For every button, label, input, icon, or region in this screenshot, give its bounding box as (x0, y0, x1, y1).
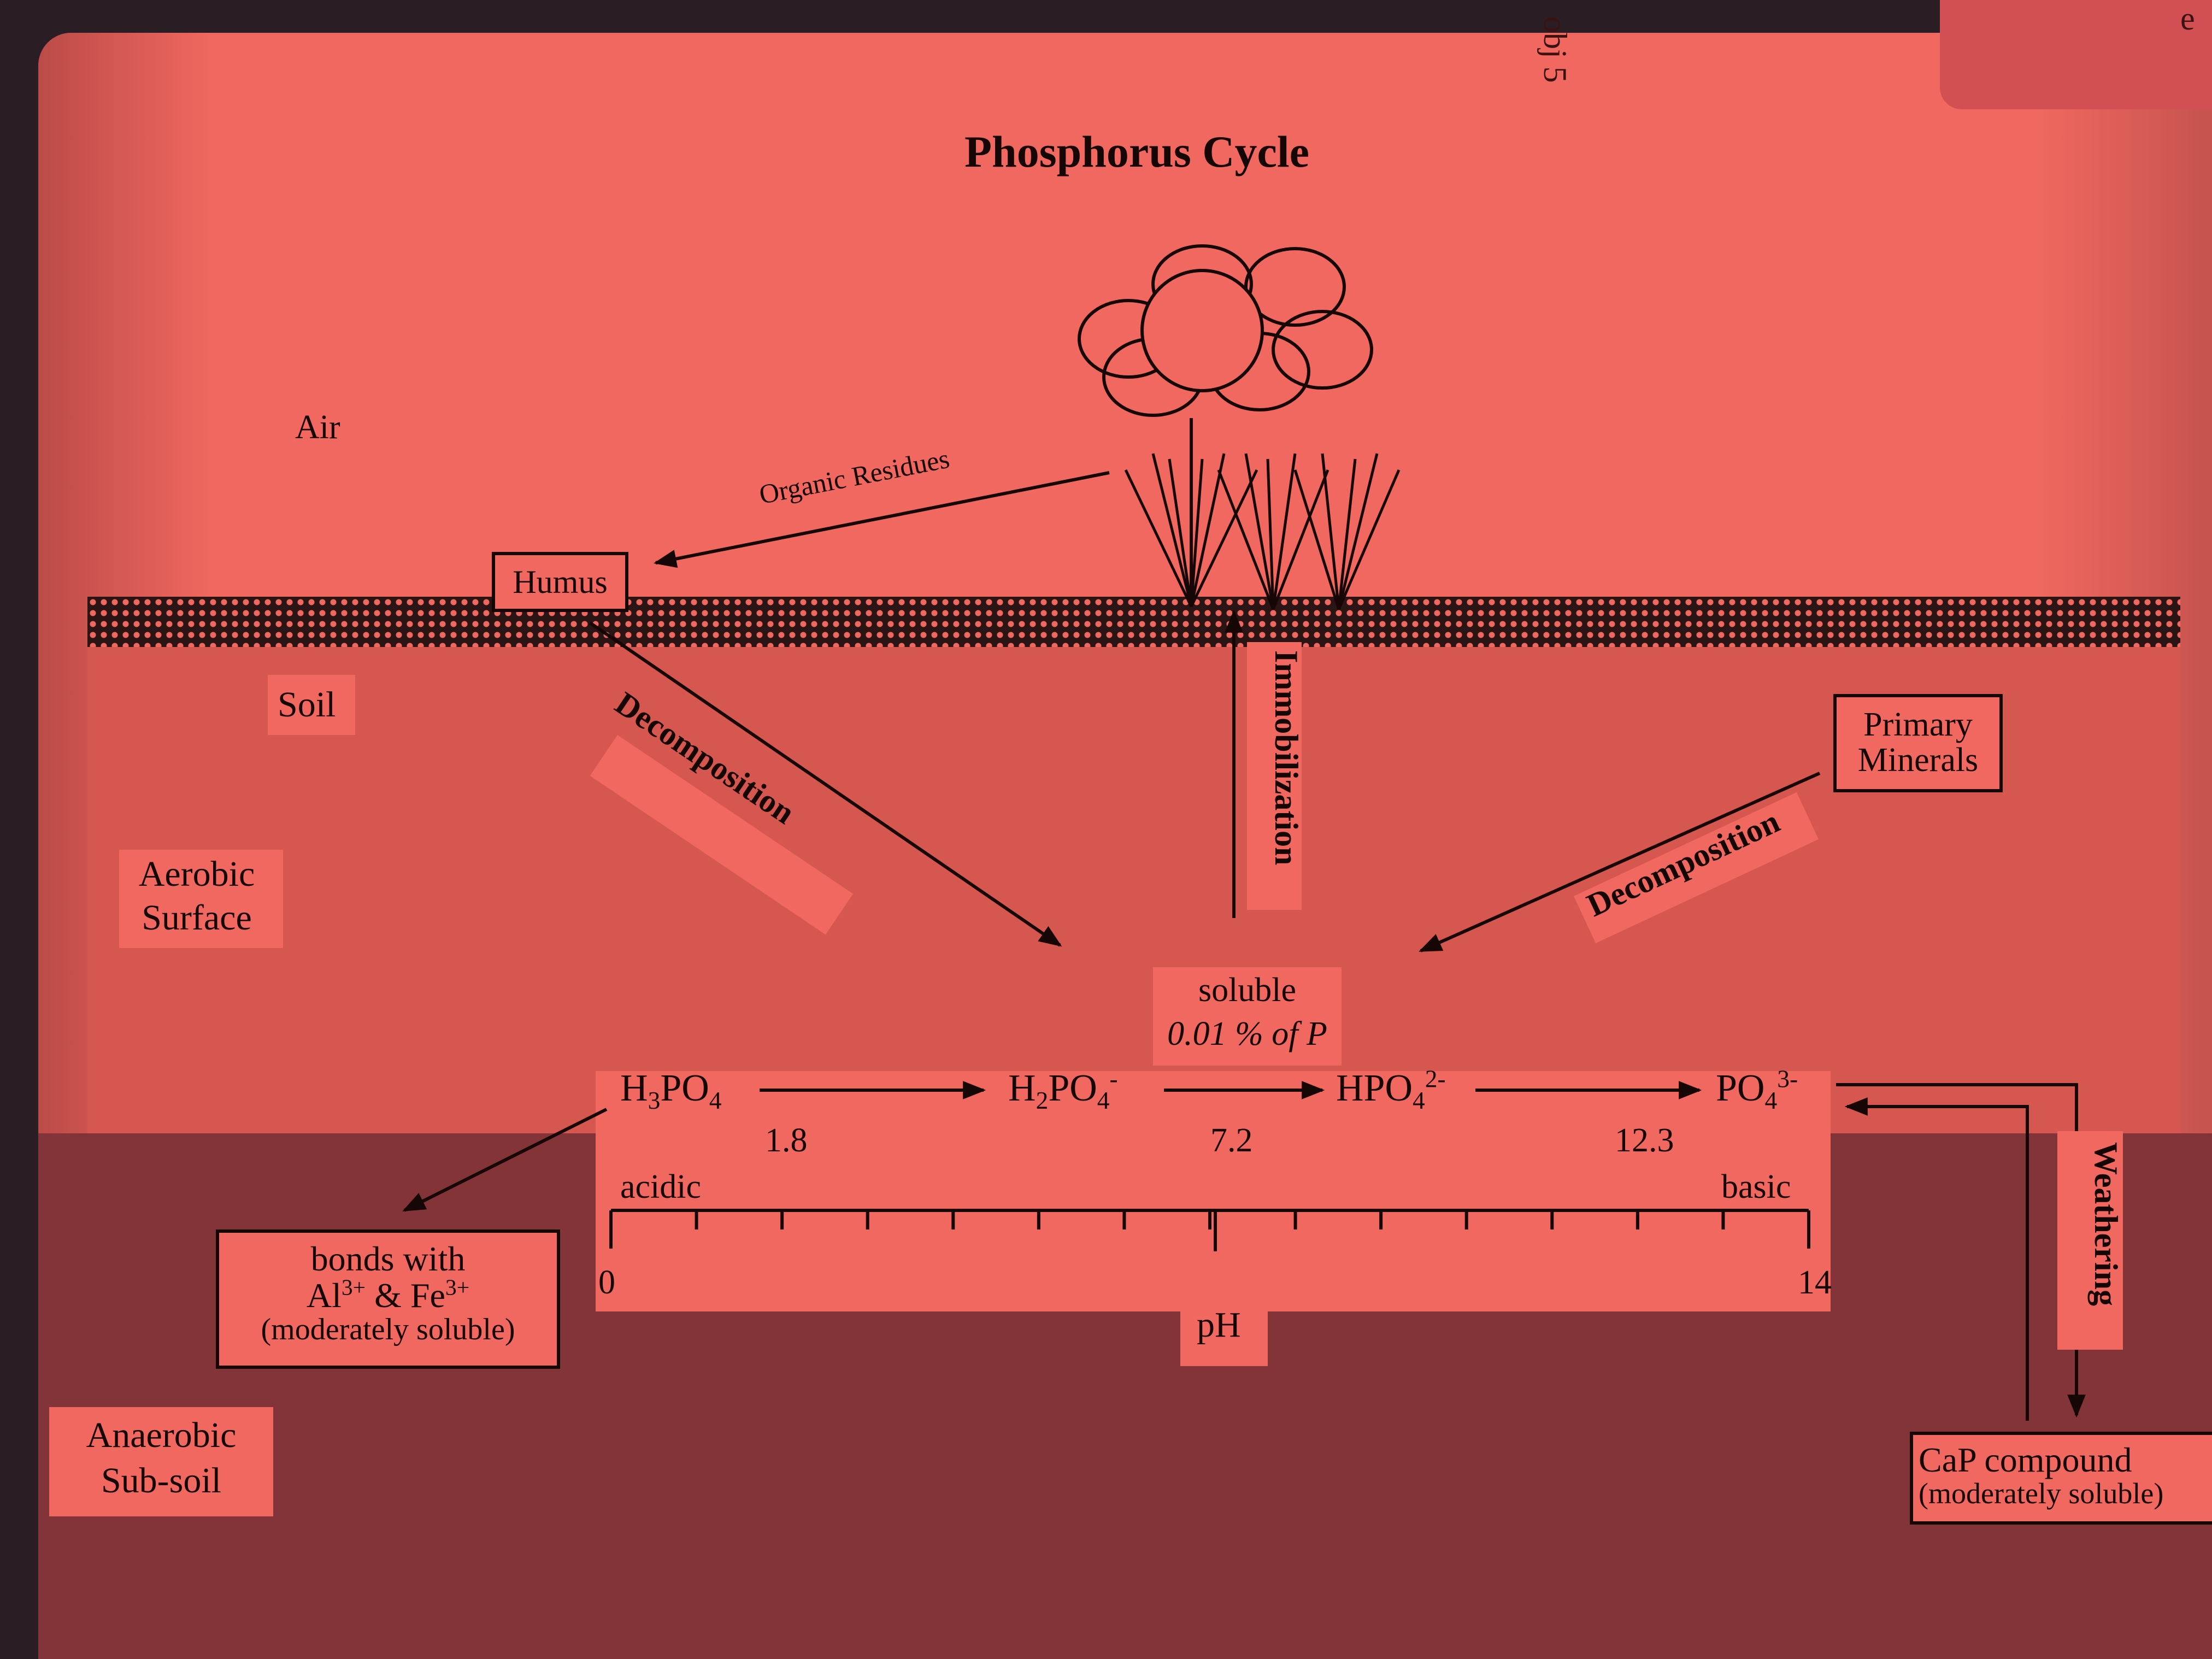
flower-icon (1078, 244, 1373, 607)
ph-scale-panel (596, 1071, 1831, 1311)
pka-value-3: 12.3 (1615, 1122, 1674, 1159)
species-po4: PO43- (1716, 1064, 1798, 1114)
zone-label-aerobic-2: Surface (142, 898, 252, 938)
folded-page-corner (1940, 0, 2212, 109)
species-hpo4: HPO42- (1336, 1064, 1446, 1114)
humus-box: Humus (492, 552, 628, 612)
zone-label-soil: Soil (278, 685, 336, 725)
bonds-label-3: (moderately soluble) (261, 1313, 515, 1347)
organic-residues-arrow (653, 471, 1110, 568)
weathering-arrow-down (1836, 1083, 2086, 1418)
cap-label-1: CaP compound (1919, 1440, 2132, 1479)
scale-acidic-label: acidic (620, 1168, 702, 1205)
primary-minerals-label-2: Minerals (1857, 742, 1979, 779)
decomposition-humus-arrow (589, 621, 1062, 947)
primary-minerals-label-1: Primary (1863, 706, 1973, 743)
decomposition-minerals-arrow (1419, 772, 1821, 952)
soil-label-plaque (268, 675, 355, 735)
pka-value-1: 1.8 (765, 1122, 808, 1159)
zone-label-air: Air (295, 409, 340, 446)
bonds-label-2: Al3+ & Fe3+ (306, 1274, 470, 1315)
primary-minerals-box: Primary Minerals (1833, 694, 2003, 792)
scale-max-label: 14 (1798, 1264, 1832, 1301)
soil-surface-band (87, 597, 2180, 647)
species-h2po4: H2PO4- (1008, 1064, 1118, 1114)
bonds-label-1: bonds with (310, 1239, 466, 1278)
diagram-title: Phosphorus Cycle (964, 127, 1310, 177)
aerobic-label-plaque (119, 850, 283, 948)
soluble-label: soluble (1198, 972, 1297, 1009)
soluble-plaque (1153, 967, 1342, 1066)
anaerobic-label-plaque (49, 1407, 273, 1516)
corner-page-letter: e (2180, 1, 2195, 37)
ph-label-plaque (1180, 1301, 1268, 1366)
pka-value-2: 7.2 (1210, 1122, 1253, 1159)
bonds-arrow (402, 1108, 608, 1212)
immobilization-label: Immobilization (1268, 650, 1304, 866)
zone-label-anaerobic-1: Anaerobic (86, 1415, 237, 1455)
species-h3po4: H3PO4 (620, 1067, 722, 1114)
soil-layer (87, 647, 2180, 1133)
scale-basic-label: basic (1721, 1168, 1791, 1205)
ph-scale-axis (609, 1209, 1810, 1251)
cap-label-2: (moderately soluble) (1919, 1477, 2164, 1510)
scale-min-label: 0 (598, 1264, 615, 1301)
weathering-plaque (2057, 1131, 2123, 1350)
weathering-arrow-up (1844, 1097, 2029, 1421)
immobilization-plaque (1247, 642, 1302, 910)
cap-compound-box: CaP compound (moderately soluble) (1910, 1432, 2212, 1525)
scale-axis-label: pH (1197, 1305, 1241, 1345)
weathering-label: Weathering (2088, 1142, 2124, 1306)
grass-icon (1124, 453, 1401, 610)
bonds-with-al-fe-box: bonds with Al3+ & Fe3+ (moderately solub… (216, 1229, 560, 1369)
zone-label-aerobic-1: Aerobic (138, 854, 255, 894)
humus-label: Humus (513, 564, 608, 600)
soluble-percent-label: 0.01 % of P (1167, 1015, 1327, 1052)
zone-label-anaerobic-2: Sub-soil (101, 1461, 222, 1501)
